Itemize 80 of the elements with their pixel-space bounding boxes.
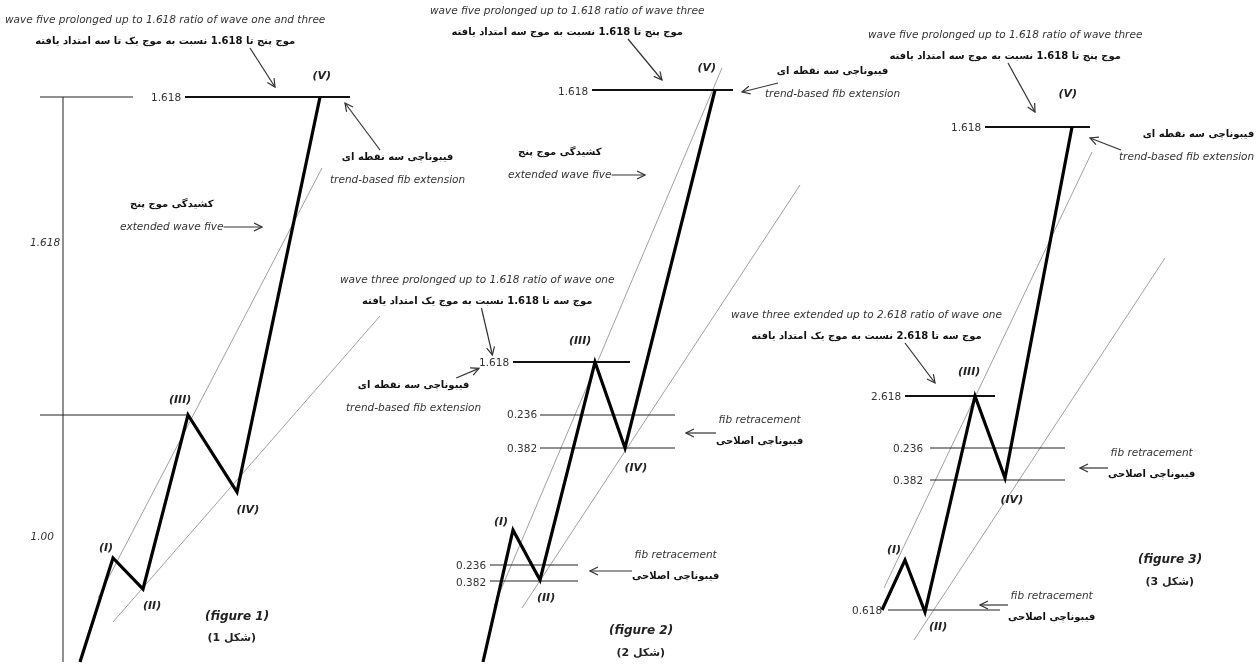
figure-caption: (شکل 2) bbox=[616, 646, 666, 660]
arrow bbox=[1079, 463, 1109, 473]
annotation-text: کشیدگی موج پنج bbox=[129, 197, 215, 211]
arrow bbox=[741, 82, 779, 95]
level-value: 0.236 bbox=[893, 441, 924, 455]
level-value: 1.618 bbox=[558, 84, 589, 98]
ratio-label: 1.618 bbox=[30, 235, 61, 249]
wave-label: (III) bbox=[169, 393, 192, 407]
wave-label: (V) bbox=[1058, 87, 1078, 101]
wave-label: (V) bbox=[312, 69, 332, 83]
annotation-text: فیبوناچی اصلاحی bbox=[716, 434, 804, 448]
arrow bbox=[685, 428, 717, 438]
annotation-text: موج سه تا 1.618 نسبت به موج یک امتداد یافته bbox=[361, 294, 594, 308]
arrow bbox=[627, 38, 663, 81]
annotation-text: wave five prolonged up to 1.618 ratio of wave one and three bbox=[5, 12, 326, 26]
level-value: 1.618 bbox=[151, 90, 182, 104]
annotation-text: موج سه تا 2.618 نسبت به موج یک امتداد یافته bbox=[750, 329, 983, 343]
annotation-text: wave five prolonged up to 1.618 ratio of wave three bbox=[868, 27, 1143, 41]
annotation-text: موج پنج تا 1.618 نسبت به موج سه امتداد یافته bbox=[888, 49, 1122, 63]
wave-label: (I) bbox=[99, 541, 114, 555]
arrow bbox=[1089, 136, 1122, 151]
annotation-text: extended wave five bbox=[120, 219, 224, 233]
level-value: 1.618 bbox=[951, 120, 982, 134]
level-value: 2.618 bbox=[871, 389, 902, 403]
wave-label: (IV) bbox=[236, 503, 260, 517]
annotation-text: فیبوناچی سه نقطه ای bbox=[775, 64, 890, 78]
arrow bbox=[610, 170, 646, 180]
wave-label: (III) bbox=[958, 365, 981, 379]
level-value: 0.236 bbox=[507, 407, 538, 421]
wave-label: (I) bbox=[887, 543, 902, 557]
arrow bbox=[904, 342, 936, 384]
annotation-text: فیبوناچی سه نقطه ای bbox=[356, 378, 471, 392]
ratio-label: 1.00 bbox=[30, 529, 54, 543]
level-value: 0.618 bbox=[852, 603, 883, 617]
arrow bbox=[344, 102, 381, 151]
wave-label: (IV) bbox=[624, 461, 648, 475]
wave-label: (II) bbox=[929, 620, 948, 634]
annotation-text: wave five prolonged up to 1.618 ratio of wave three bbox=[430, 3, 705, 17]
annotation-text: فیبوناچی سه نقطه ای bbox=[1141, 127, 1255, 141]
annotation-text: fib retracement bbox=[633, 547, 718, 561]
annotation-text: fib retracement bbox=[1109, 445, 1194, 459]
annotation-text: کشیدگی موج پنج bbox=[517, 145, 603, 159]
arrow bbox=[480, 307, 496, 356]
wave-label: (III) bbox=[569, 334, 592, 348]
figure-caption: (شکل 3) bbox=[1145, 575, 1195, 589]
annotation-text: فیبوناچی سه نقطه ای bbox=[340, 150, 455, 164]
annotation-text: موج پنج تا 1.618 نسبت به موج سه امتداد یافته bbox=[450, 25, 684, 39]
figure-caption: (figure 2) bbox=[609, 623, 674, 637]
annotation-text: fib retracement bbox=[1009, 588, 1094, 602]
annotation-text: extended wave five bbox=[508, 167, 612, 181]
level-value: 0.236 bbox=[456, 558, 487, 572]
wave-label: (IV) bbox=[1000, 493, 1024, 507]
arrow bbox=[222, 222, 263, 232]
arrow bbox=[249, 47, 276, 88]
annotation-text: trend-based fib extension bbox=[330, 172, 466, 186]
arrow bbox=[589, 566, 633, 576]
level-value: 0.382 bbox=[893, 473, 924, 487]
arrow bbox=[1007, 62, 1036, 113]
wave-label: (V) bbox=[697, 61, 717, 75]
figure-caption: (شکل 1) bbox=[207, 631, 257, 645]
arrow bbox=[455, 367, 480, 379]
level-value: 1.618 bbox=[479, 355, 510, 369]
figure-caption: (figure 3) bbox=[1138, 552, 1203, 566]
annotation-text: فیبوناچی اصلاحی bbox=[632, 569, 720, 583]
figure-caption: (figure 1) bbox=[205, 609, 270, 623]
arrow bbox=[979, 600, 1009, 610]
annotation-text: wave three extended up to 2.618 ratio of wave one bbox=[731, 307, 1002, 321]
level-value: 0.382 bbox=[456, 575, 487, 589]
annotation-text: trend-based fib extension bbox=[346, 400, 482, 414]
level-value: 0.382 bbox=[507, 441, 538, 455]
annotation-text: فیبوناچی اصلاحی bbox=[1108, 467, 1196, 481]
annotation-text: موج پنج تا 1.618 نسبت به موج یک تا سه امتداد یافته bbox=[34, 34, 297, 48]
annotation-text: trend-based fib extension bbox=[1119, 149, 1255, 163]
annotation-text: trend-based fib extension bbox=[765, 86, 901, 100]
annotation-text: fib retracement bbox=[717, 412, 802, 426]
wave-label: (II) bbox=[143, 599, 162, 613]
annotation-text: فیبوناچی اصلاحی bbox=[1008, 610, 1096, 624]
annotation-text: wave three prolonged up to 1.618 ratio of wave one bbox=[340, 272, 615, 286]
wave-label: (II) bbox=[537, 591, 556, 605]
wave-label: (I) bbox=[494, 515, 509, 529]
